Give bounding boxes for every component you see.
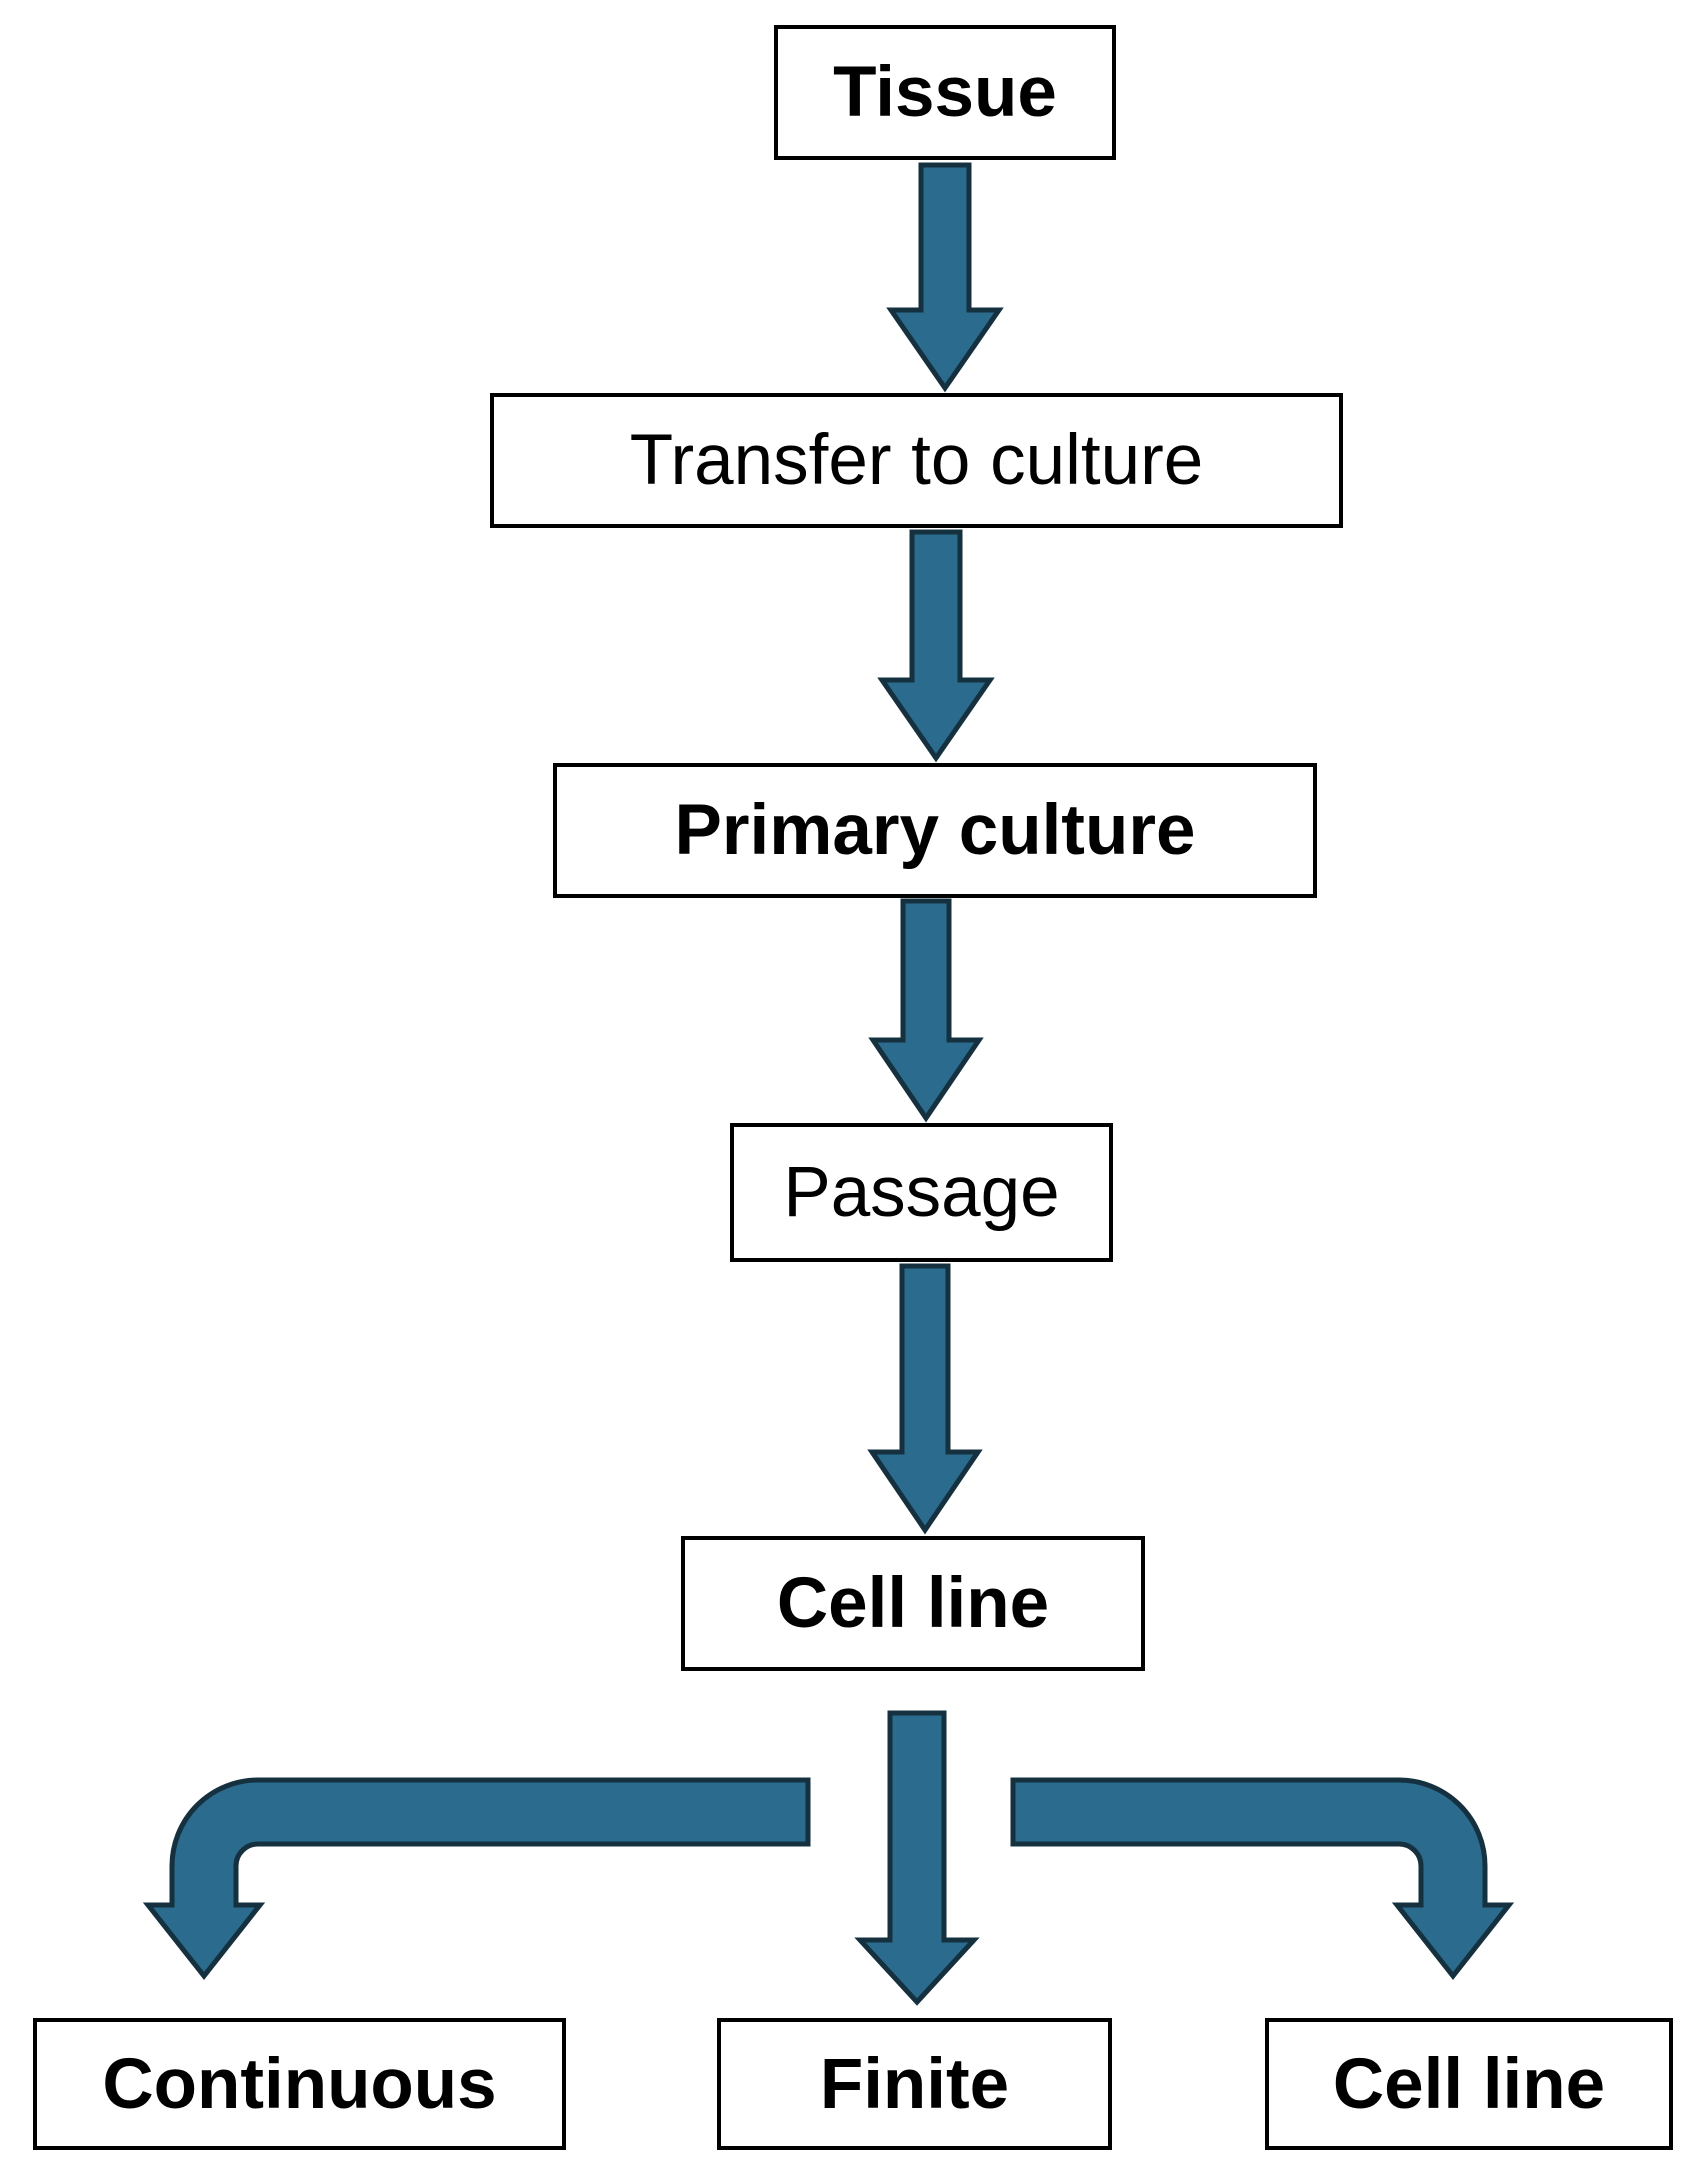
- node-tissue-label: Tissue: [833, 53, 1057, 132]
- node-continuous-label: Continuous: [102, 2044, 497, 2124]
- node-cell-line: Cell line: [681, 1536, 1145, 1671]
- node-primary-culture-label: Primary culture: [674, 791, 1196, 870]
- node-cell-line-2: Cell line: [1265, 2018, 1673, 2150]
- node-tissue: Tissue: [774, 25, 1116, 160]
- arrow-cellline-to-cellline2-icon: [1010, 1777, 1515, 1981]
- node-continuous: Continuous: [33, 2018, 566, 2150]
- node-finite: Finite: [717, 2018, 1112, 2150]
- arrow-tissue-to-transfer-icon: [886, 162, 1004, 393]
- arrow-cellline-to-finite-icon: [854, 1710, 980, 2006]
- node-primary-culture: Primary culture: [553, 763, 1317, 898]
- node-passage-label: Passage: [783, 1153, 1060, 1232]
- arrow-passage-to-cellline-icon: [867, 1263, 983, 1535]
- arrow-cellline-to-continuous-icon: [142, 1777, 811, 1981]
- arrow-primary-to-passage-icon: [868, 898, 984, 1123]
- node-cell-line-2-label: Cell line: [1332, 2044, 1606, 2124]
- node-finite-label: Finite: [819, 2044, 1010, 2124]
- node-transfer-to-culture-label: Transfer to culture: [629, 421, 1204, 500]
- node-transfer-to-culture: Transfer to culture: [490, 393, 1343, 528]
- node-passage: Passage: [730, 1123, 1113, 1262]
- arrow-transfer-to-primary-icon: [877, 529, 995, 763]
- node-cell-line-label: Cell line: [776, 1564, 1050, 1643]
